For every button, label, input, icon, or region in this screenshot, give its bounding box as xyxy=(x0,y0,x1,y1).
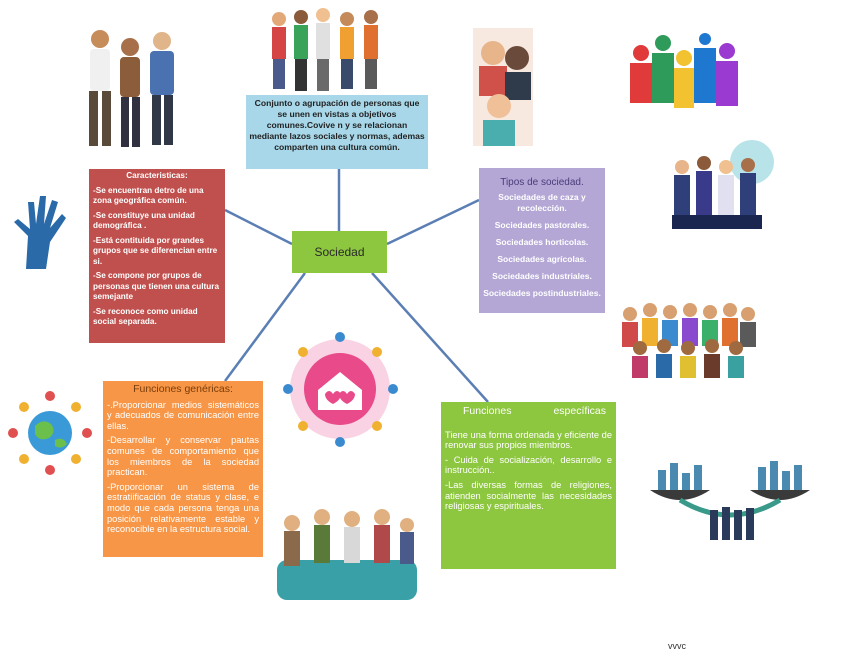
list-item: -Se constituye una unidad demográfica . xyxy=(93,210,195,231)
funciones-genericas-box: Funciones genéricas: -.Proporcionar medi… xyxy=(103,381,263,557)
connector-caracteristicas xyxy=(224,208,293,246)
family-house-illustration xyxy=(283,332,398,447)
list-item: Sociedades agrícolas. xyxy=(497,254,587,264)
funciones-especificas-title-right: específicas xyxy=(553,405,606,417)
list-item: Sociedades de caza y recolección. xyxy=(498,192,586,213)
list-item: -Se reconoce como unidad social separada… xyxy=(93,306,198,327)
list-item: -Se encuentran detro de una zona geográf… xyxy=(93,185,204,206)
caracteristicas-box: Caracteristicas: -Se encuentran detro de… xyxy=(89,169,225,343)
crowd-walking-illustration xyxy=(272,8,378,91)
portrait-people-illustration xyxy=(473,28,533,146)
center-label: Sociedad xyxy=(314,245,365,259)
blue-hand-illustration xyxy=(14,196,66,269)
definition-text: Conjunto o agrupación de personas que se… xyxy=(249,98,425,152)
family-sofa-illustration xyxy=(277,509,417,600)
funciones-especificas-title-left: Funciones xyxy=(463,405,512,417)
raised-hands-illustration xyxy=(630,33,738,108)
business-people-illustration xyxy=(672,140,774,229)
funciones-genericas-title: Funciones genéricas: xyxy=(133,383,233,395)
list-item: Sociedades industriales. xyxy=(492,271,592,281)
funciones-especificas-title: Funciones específicas xyxy=(445,406,612,417)
list-item: Sociedades postindustriales. xyxy=(483,288,601,298)
list-item: Sociedades horticolas. xyxy=(495,237,589,247)
student-group-illustration xyxy=(89,30,174,147)
list-item: -Está contituida por grandes grupos que … xyxy=(93,235,218,266)
list-item: -Se compone por grupos de personas que t… xyxy=(93,271,220,301)
list-item: -.Proporcionar medios sistemáticos y ade… xyxy=(107,399,259,431)
list-item: Tiene una forma ordenada y eficiente de … xyxy=(445,429,612,451)
list-item: - Cuida de socialización, desarrollo e i… xyxy=(445,454,612,476)
list-item: Sociedades pastorales. xyxy=(494,220,590,230)
footer-text: vvvc xyxy=(668,641,686,651)
center-node: Sociedad xyxy=(292,231,387,273)
list-item: -Las diversas formas de religiones, atie… xyxy=(445,479,612,512)
diverse-crowd-illustration xyxy=(622,303,756,378)
tipos-box: Tipos de sociedad. Sociedades de caza y … xyxy=(479,168,605,313)
tipos-title: Tipos de sociedad. xyxy=(500,177,584,188)
world-kids-illustration xyxy=(8,391,92,475)
definition-box: Conjunto o agrupación de personas que se… xyxy=(246,95,428,169)
connector-tipos xyxy=(386,198,480,246)
list-item: -Desarrollar y conservar pautas comunes … xyxy=(107,435,259,478)
city-balance-illustration xyxy=(650,461,810,540)
funciones-especificas-box: Funciones específicas Tiene una forma or… xyxy=(441,402,616,569)
connector-especificas xyxy=(371,272,489,403)
list-item: -Proporcionar un sistema de estratiifica… xyxy=(107,481,259,535)
connector-genericas xyxy=(223,272,307,382)
caracteristicas-title: Caracteristicas: xyxy=(126,171,188,180)
